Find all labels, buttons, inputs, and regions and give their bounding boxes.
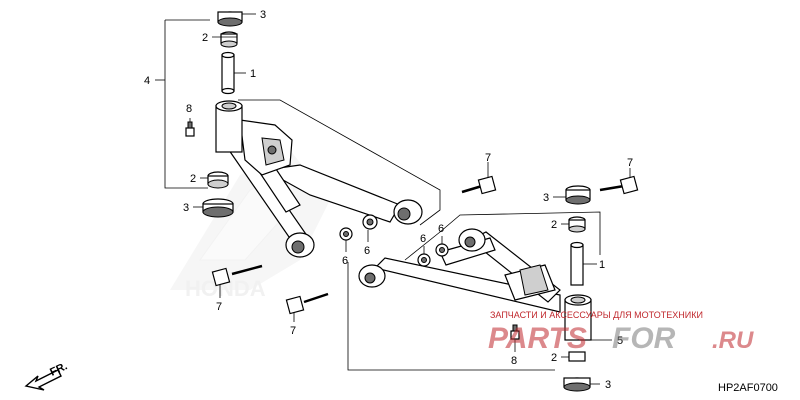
callout-8-upper: 8 <box>186 103 192 115</box>
callout-5: 5 <box>617 335 623 347</box>
callout-7-far-right: 7 <box>627 157 633 169</box>
callout-3-left: 3 <box>183 202 189 214</box>
callout-4: 4 <box>144 75 150 87</box>
callout-1-lower: 1 <box>599 259 605 271</box>
leader-lines <box>189 13 631 385</box>
grease-fitting-upper <box>185 121 195 137</box>
bolt-upper-left <box>211 264 263 287</box>
watermark-logo-o: FOR <box>612 322 676 355</box>
bolt-lower-right <box>599 175 639 195</box>
callout-6-c: 6 <box>420 233 426 245</box>
front-direction-arrow: FR. <box>24 360 69 391</box>
upper-stack <box>215 11 243 153</box>
callout-2-top: 2 <box>202 32 208 44</box>
callout-7-lower-left: 7 <box>290 325 296 337</box>
callout-3-top: 3 <box>260 9 266 21</box>
callout-1-upper: 1 <box>250 68 256 80</box>
callout-2-bottom: 2 <box>551 352 557 364</box>
partsfor-watermark: ЗАПЧАСТИ И АКСЕССУАРЫ ДЛЯ МОТОТЕХНИКИ PA… <box>488 310 754 355</box>
diagram-code: HP2AF0700 <box>718 382 778 394</box>
upper-lower-bushing <box>202 171 234 218</box>
upper-control-arm <box>221 119 423 258</box>
callout-3-right: 3 <box>543 192 549 204</box>
callout-2-right: 2 <box>551 219 557 231</box>
watermark-logo-left: PARTS <box>488 322 587 355</box>
nut-b <box>362 214 378 230</box>
callout-6-d: 6 <box>438 223 444 235</box>
nut-d <box>435 243 449 257</box>
upper-arm-frame <box>155 19 441 226</box>
watermark-logo-tld: .RU <box>712 327 754 354</box>
watermark-caption: ЗАПЧАСТИ И АКСЕССУАРЫ ДЛЯ МОТОТЕХНИКИ <box>490 310 703 320</box>
callout-6-a: 6 <box>342 255 348 267</box>
nut-c <box>417 253 431 267</box>
bolt-upper-right <box>461 175 497 195</box>
grease-fitting-lower <box>510 324 520 340</box>
callout-6-b: 6 <box>364 245 370 257</box>
callout-8-lower: 8 <box>511 355 517 367</box>
bolt-lower-left <box>285 292 329 315</box>
direction-label: FR. <box>48 360 69 378</box>
callouts: 3 2 1 4 8 2 3 7 7 3 2 1 5 2 3 8 7 7 6 6 … <box>144 9 633 391</box>
callout-3-bottom: 3 <box>605 379 611 391</box>
nut-a <box>339 227 353 241</box>
lower-control-arm <box>358 228 561 313</box>
callout-2-left: 2 <box>190 173 196 185</box>
lower-arm-frame <box>347 211 601 371</box>
callout-7-left: 7 <box>216 301 222 313</box>
lower-stack <box>563 185 592 392</box>
callout-7-upper-right: 7 <box>485 152 491 164</box>
